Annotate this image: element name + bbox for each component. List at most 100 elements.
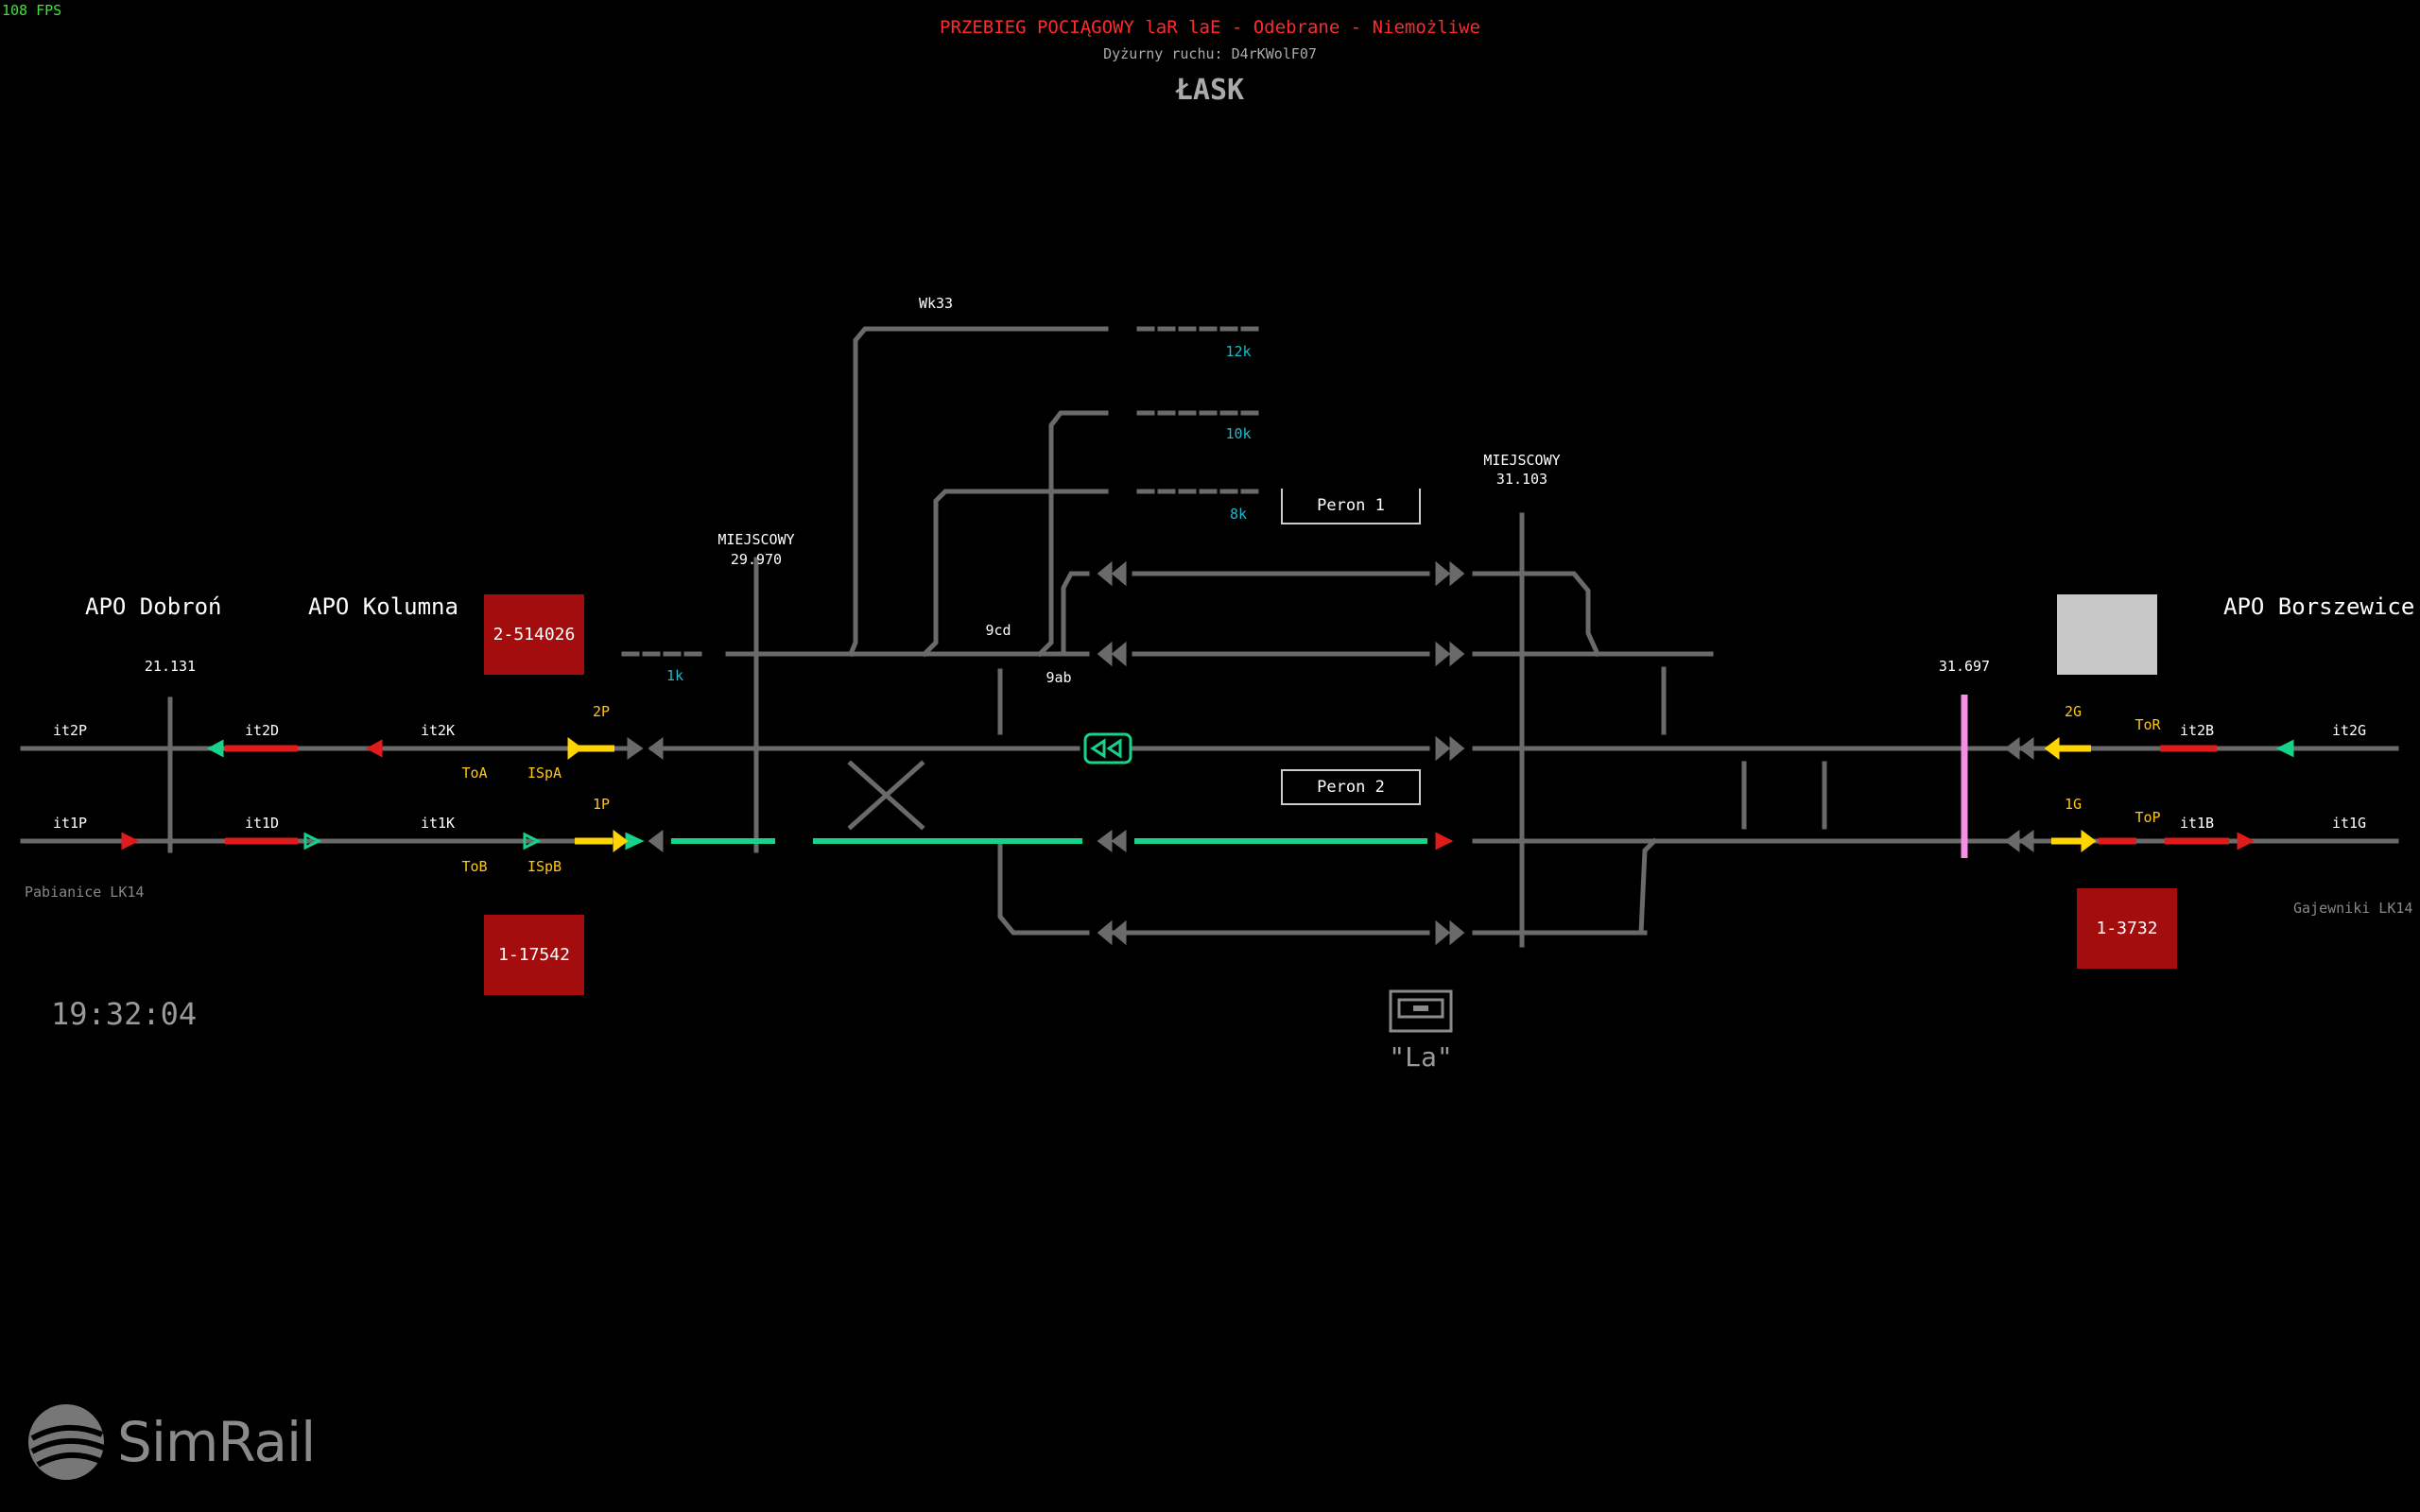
signal-label: ISpB — [527, 858, 562, 875]
track-curve — [1472, 571, 1601, 658]
track-curve — [997, 838, 1090, 936]
track-curve — [1061, 571, 1090, 657]
signal-icon[interactable] — [1449, 735, 1465, 762]
track-id-label: it2K — [421, 722, 455, 739]
train-box[interactable]: 2-514026 — [484, 594, 584, 675]
signal-icon[interactable] — [648, 830, 664, 852]
signal-icon[interactable] — [1435, 735, 1451, 762]
train-box[interactable]: 1-3732 — [2077, 888, 2177, 969]
apo-dobron-label: APO Dobroń — [85, 593, 222, 620]
signal-icon[interactable] — [1435, 641, 1451, 667]
track-curve — [1638, 837, 1658, 936]
track-curve — [847, 326, 1109, 658]
la-box-icon — [1389, 989, 1453, 1033]
signal-icon[interactable] — [2004, 737, 2020, 760]
signal-icon[interactable] — [2237, 832, 2256, 850]
track-curve — [1036, 410, 1109, 658]
direction-left-label: Pabianice LK14 — [25, 884, 145, 901]
signal-icon[interactable] — [625, 832, 645, 850]
signal-label: 1P — [593, 796, 610, 813]
signal-label: ToP — [2135, 809, 2160, 826]
platform-2: Peron 2 — [1281, 769, 1421, 805]
signal-icon[interactable] — [2275, 739, 2294, 758]
miejscowy-label: MIEJSCOWY — [717, 531, 794, 548]
signal-icon[interactable] — [1111, 830, 1127, 852]
track-label: 8k — [1230, 506, 1247, 523]
simrail-logo: SimRail — [25, 1400, 316, 1484]
signal-label: ToB — [461, 858, 487, 875]
signal-label: 1G — [2065, 796, 2082, 813]
signal-icon[interactable] — [1097, 830, 1113, 852]
signal-icon[interactable] — [1097, 641, 1113, 667]
signal-icon[interactable] — [2018, 737, 2034, 760]
empty-train-box[interactable] — [2057, 594, 2157, 675]
signal-icon[interactable] — [1097, 560, 1113, 587]
signal-icon[interactable] — [303, 832, 322, 850]
track-label: Wk33 — [919, 295, 953, 312]
signal-icon[interactable] — [206, 739, 224, 758]
crossover — [847, 760, 925, 831]
selected-signal-frame[interactable] — [1083, 732, 1132, 765]
signal-icon[interactable] — [1449, 641, 1465, 667]
la-panel-button[interactable]: "La" — [1388, 988, 1454, 1073]
dispatcher-label: Dyżurny ruchu: D4rKWolF07 — [1103, 45, 1317, 62]
track-curve — [921, 489, 1109, 658]
track-label: 12k — [1225, 343, 1251, 360]
platform-1: Peron 1 — [1281, 489, 1421, 524]
route-status-title: PRZEBIEG POCIĄGOWY laR laE - Odebrane - … — [940, 17, 1480, 38]
signal-icon[interactable] — [1435, 560, 1451, 587]
track-id-label: it2D — [245, 722, 279, 739]
signal-icon[interactable] — [1097, 919, 1113, 946]
direction-right-label: Gajewniki LK14 — [2293, 900, 2413, 917]
signal-icon[interactable] — [1449, 560, 1465, 587]
signal-label: 2G — [2065, 703, 2082, 720]
signal-label: ToR — [2135, 716, 2161, 733]
track-label: 1k — [666, 667, 683, 684]
signal-icon[interactable] — [1111, 919, 1127, 946]
signal-icon[interactable] — [1449, 919, 1465, 946]
signal-label: 2P — [593, 703, 610, 720]
fps-counter: 108 FPS — [2, 2, 62, 19]
track-id-label: it1B — [2180, 815, 2214, 832]
signal-icon[interactable] — [1435, 919, 1451, 946]
signal-icon[interactable] — [1106, 738, 1122, 759]
track-label: 9cd — [985, 622, 1011, 639]
signal-icon[interactable] — [523, 832, 542, 850]
simrail-logo-icon — [28, 1404, 106, 1480]
track-id-label: it2G — [2332, 722, 2366, 739]
station-name: ŁASK — [1175, 74, 1245, 107]
apo-kolumna-label: APO Kolumna — [308, 593, 458, 620]
track-id-label: it2P — [53, 722, 87, 739]
signal-icon[interactable] — [1090, 738, 1106, 759]
signal-icon[interactable] — [1111, 560, 1127, 587]
signal-icon[interactable] — [648, 737, 664, 760]
signal-arrow-icon[interactable] — [2081, 830, 2097, 852]
train-box[interactable]: 1-17542 — [484, 915, 584, 995]
la-label: "La" — [1389, 1041, 1453, 1073]
apo-borszewice-label: APO Borszewice — [2223, 593, 2415, 620]
signal-label: ISpA — [527, 765, 562, 782]
signal-icon[interactable] — [1435, 832, 1454, 850]
signal-icon[interactable] — [121, 832, 140, 850]
clock: 19:32:04 — [51, 996, 198, 1032]
signal-icon[interactable] — [2018, 830, 2034, 852]
track-id-label: it1K — [421, 815, 455, 832]
signal-arrow-icon[interactable] — [567, 737, 583, 760]
simrail-logo-text: SimRail — [117, 1410, 316, 1474]
miejscowy-value: 29.970 — [731, 551, 782, 568]
km-label: 21.131 — [145, 658, 196, 675]
signal-icon[interactable] — [1111, 641, 1127, 667]
signal-icon[interactable] — [627, 737, 644, 760]
track-label: 9ab — [1046, 669, 1071, 686]
track-id-label: it1P — [53, 815, 87, 832]
signal-arrow-icon[interactable] — [2044, 737, 2060, 760]
track-id-label: it2B — [2180, 722, 2214, 739]
miejscowy-value: 31.103 — [1496, 471, 1547, 488]
signal-icon[interactable] — [2004, 830, 2020, 852]
signal-label: ToA — [461, 765, 487, 782]
track-id-label: it1D — [245, 815, 279, 832]
miejscowy-label: MIEJSCOWY — [1483, 452, 1560, 469]
signal-icon[interactable] — [365, 739, 383, 758]
signal-arrow-icon[interactable] — [613, 830, 629, 852]
